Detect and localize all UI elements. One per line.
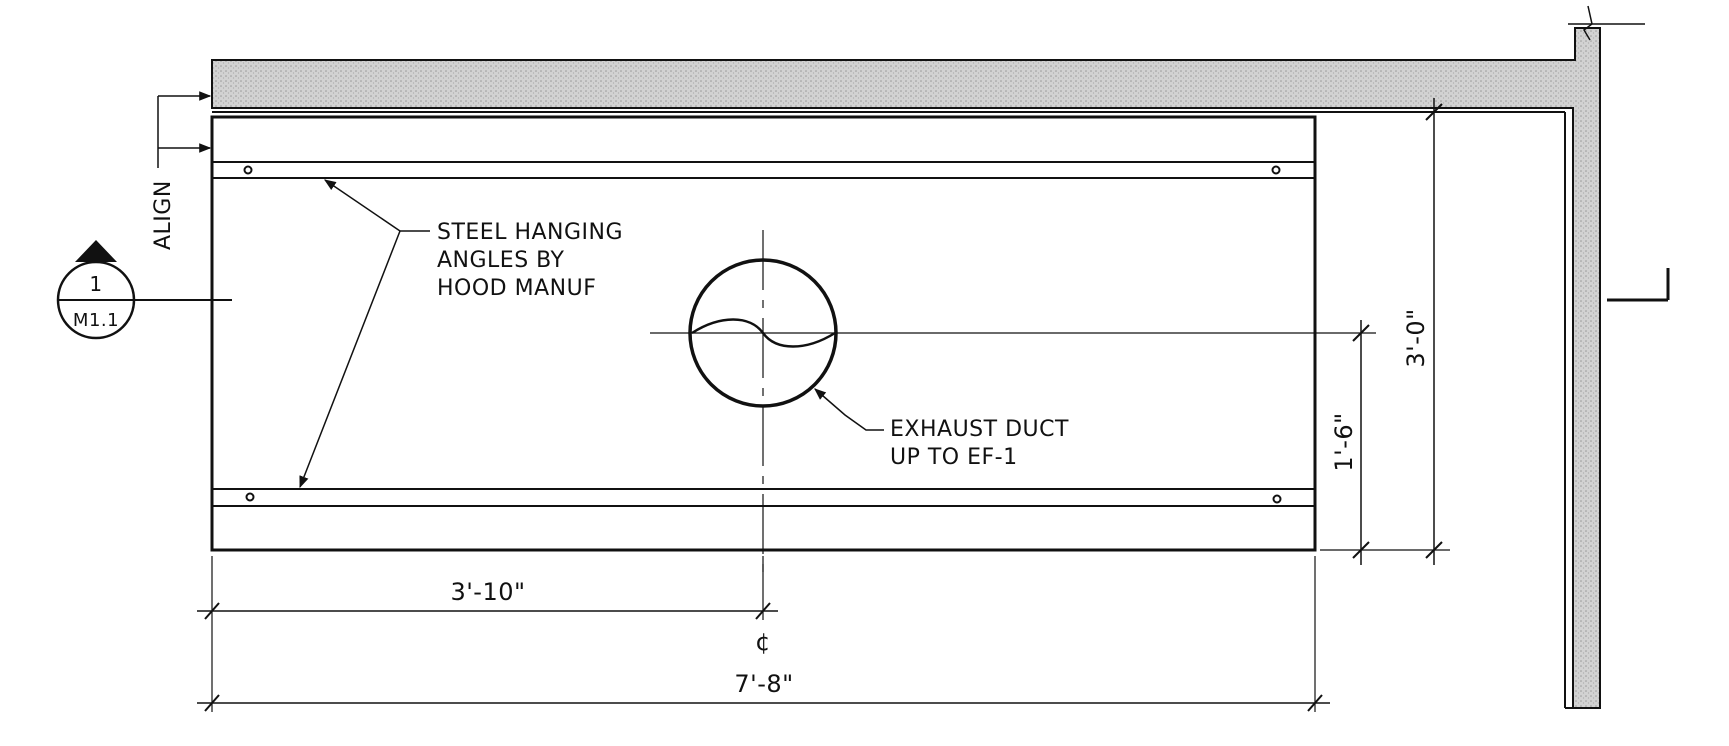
dim-duct-offset: 1'-6" bbox=[1330, 412, 1358, 471]
section-number: 1 bbox=[89, 272, 102, 296]
bolt-hole bbox=[245, 492, 255, 502]
steel-note-line3: HOOD MANUF bbox=[437, 276, 596, 301]
exhaust-duct bbox=[688, 258, 838, 408]
centerline-symbol: ¢ bbox=[755, 628, 771, 656]
align-note: ALIGN bbox=[151, 91, 212, 250]
section-marker: 1 M1.1 bbox=[56, 240, 232, 340]
section-sheet: M1.1 bbox=[73, 310, 119, 331]
align-label: ALIGN bbox=[151, 180, 176, 250]
right-dimensions: 1'-6" 3'-0" bbox=[1320, 98, 1450, 565]
section-cut-right bbox=[1607, 268, 1670, 302]
exhaust-note-line2: UP TO EF-1 bbox=[890, 445, 1018, 470]
steel-note-line1: STEEL HANGING bbox=[437, 220, 623, 245]
dim-depth: 3'-0" bbox=[1402, 308, 1430, 367]
exhaust-note: EXHAUST DUCT UP TO EF-1 bbox=[814, 388, 1069, 470]
dim-full-width: 7'-8" bbox=[734, 670, 793, 698]
dim-half-width: 3'-10" bbox=[450, 578, 525, 606]
bottom-dimensions: 3'-10" ¢ 7'-8" bbox=[197, 556, 1330, 712]
steel-note-line2: ANGLES BY bbox=[437, 248, 565, 273]
duct-centerlines bbox=[650, 230, 1376, 578]
steel-angle-note: STEEL HANGING ANGLES BY HOOD MANUF bbox=[299, 179, 623, 489]
bolt-hole bbox=[243, 165, 253, 175]
concrete-wall bbox=[211, 5, 1645, 709]
exhaust-note-line1: EXHAUST DUCT bbox=[890, 417, 1069, 442]
bolt-hole bbox=[1272, 494, 1282, 504]
bolt-hole bbox=[1271, 165, 1281, 175]
